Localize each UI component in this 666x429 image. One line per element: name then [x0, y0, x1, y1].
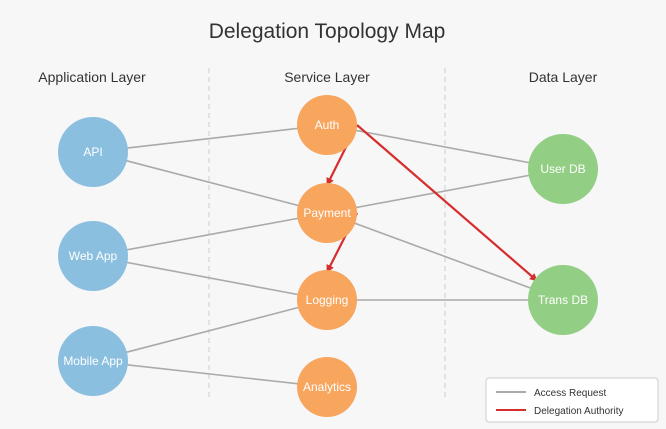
access-edge-api-payment: [92, 151, 328, 214]
node-logging-label: Logging: [306, 293, 349, 307]
access-edge-web-app-logging: [92, 255, 328, 301]
node-trans-db-circle: [528, 265, 598, 335]
legend-box: [485, 377, 659, 423]
node-web-app[interactable]: Web App: [58, 221, 128, 291]
node-trans-db[interactable]: Trans DB: [528, 265, 598, 335]
node-analytics-circle: [297, 357, 357, 417]
access-edges: [92, 124, 564, 388]
node-web-app-label: Web App: [69, 249, 118, 263]
node-api-label: API: [83, 145, 102, 159]
node-api[interactable]: API: [58, 117, 128, 187]
legend-delegation-label: Delegation Authority: [534, 406, 624, 417]
node-analytics-label: Analytics: [303, 380, 351, 394]
access-edge-payment-user-db: [326, 168, 564, 214]
service-layer-label: Service Layer: [284, 69, 370, 85]
access-edge-mobile-app-logging: [92, 299, 328, 362]
node-logging-circle: [297, 270, 357, 330]
node-payment-label: Payment: [303, 206, 351, 220]
legend: Access Request Delegation Authority: [485, 377, 659, 423]
node-trans-db-label: Trans DB: [538, 293, 588, 307]
access-edge-api-auth: [92, 124, 328, 153]
node-auth-label: Auth: [315, 118, 340, 132]
node-user-db-circle: [528, 134, 598, 204]
node-payment-circle: [297, 183, 357, 243]
node-auth-circle: [297, 95, 357, 155]
node-user-db[interactable]: User DB: [528, 134, 598, 204]
delegation-edge-auth-trans-db: [356, 124, 538, 282]
node-mobile-app[interactable]: Mobile App: [58, 326, 128, 396]
data-layer-label: Data Layer: [529, 69, 598, 85]
delegation-edges: [326, 124, 538, 282]
node-web-app-circle: [58, 221, 128, 291]
application-layer-label: Application Layer: [38, 69, 146, 85]
node-payment[interactable]: Payment: [297, 183, 357, 243]
node-mobile-app-label: Mobile App: [63, 354, 123, 368]
access-edge-web-app-payment: [92, 212, 328, 257]
node-logging[interactable]: Logging: [297, 270, 357, 330]
node-user-db-label: User DB: [540, 162, 585, 176]
node-analytics[interactable]: Analytics: [297, 357, 357, 417]
access-edge-payment-trans-db: [326, 212, 564, 301]
legend-access-label: Access Request: [534, 388, 606, 399]
access-edge-mobile-app-analytics: [92, 360, 328, 388]
node-api-circle: [58, 117, 128, 187]
node-auth[interactable]: Auth: [297, 95, 357, 155]
diagram-title: Delegation Topology Map: [209, 20, 446, 43]
node-mobile-app-circle: [58, 326, 128, 396]
